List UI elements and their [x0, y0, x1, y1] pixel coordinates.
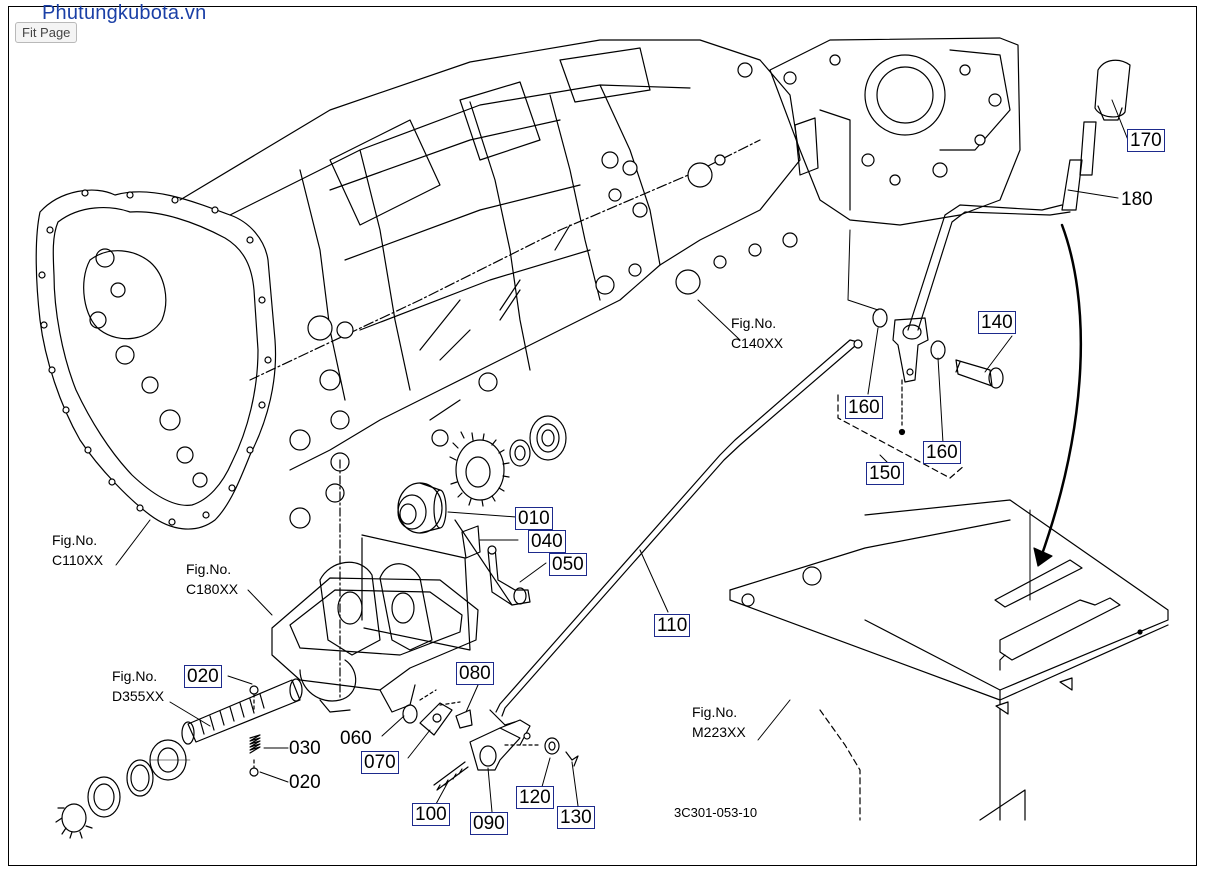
shift-rod-drawing: [490, 340, 862, 725]
part-label-160-lower[interactable]: 160: [923, 441, 961, 464]
fig-ref-c110-line2: C110XX: [52, 552, 104, 568]
part-label-080[interactable]: 080: [456, 662, 494, 685]
drawing-number: 3C301-053-10: [674, 805, 758, 820]
part-label-060[interactable]: 060: [340, 728, 372, 749]
part-label-180[interactable]: 180: [1121, 189, 1153, 210]
fig-ref-c140-line1: Fig.No.: [731, 315, 777, 331]
part-label-160-upper[interactable]: 160: [845, 396, 883, 419]
watermark: Phutungkubota.vn: [42, 2, 207, 24]
fig-ref-d355[interactable]: Fig.No. D355XX: [112, 668, 164, 704]
part-label-010[interactable]: 010: [515, 507, 553, 530]
fig-ref-c140-line2: C140XX: [731, 335, 784, 351]
rear-case-drawing: [770, 38, 1020, 310]
part-label-070[interactable]: 070: [361, 751, 399, 774]
fig-ref-d355-line1: Fig.No.: [112, 668, 158, 684]
shift-lever-drawing: [838, 60, 1130, 600]
part-label-120[interactable]: 120: [516, 786, 554, 809]
part-label-140[interactable]: 140: [978, 311, 1016, 334]
part-label-090[interactable]: 090: [470, 812, 508, 835]
part-label-020-upper[interactable]: 020: [184, 665, 222, 688]
part-label-030[interactable]: 030: [289, 738, 321, 759]
output-shaft-drawing: [56, 679, 302, 838]
floor-plate-drawing: [730, 500, 1168, 820]
leader-lines: [116, 100, 1128, 812]
fit-page-button[interactable]: Fit Page: [15, 22, 78, 43]
shift-cover-drawing: [272, 460, 478, 712]
part-label-050[interactable]: 050: [549, 553, 587, 576]
fig-ref-m223-line1: Fig.No.: [692, 704, 738, 720]
fig-ref-c180-line1: Fig.No.: [186, 561, 232, 577]
fig-ref-d355-line2: D355XX: [112, 688, 165, 704]
gear-bearing-group-drawing: [362, 416, 566, 650]
part-label-100[interactable]: 100: [412, 803, 450, 826]
fig-ref-m223-line2: M223XX: [692, 724, 746, 740]
fig-ref-c110-line1: Fig.No.: [52, 532, 98, 548]
part-label-150[interactable]: 150: [866, 462, 904, 485]
part-label-040[interactable]: 040: [528, 530, 566, 553]
part-label-020-lower[interactable]: 020: [289, 772, 321, 793]
part-label-130[interactable]: 130: [557, 806, 595, 829]
fig-ref-c180[interactable]: Fig.No. C180XX: [186, 561, 238, 597]
fig-ref-m223[interactable]: Fig.No. M223XX: [692, 704, 746, 740]
fig-ref-c140[interactable]: Fig.No. C140XX: [731, 315, 783, 351]
part-label-110[interactable]: 110: [654, 614, 691, 637]
transmission-case-drawing: [36, 40, 800, 529]
diagram-frame: [8, 6, 1197, 866]
part-label-170[interactable]: 170: [1127, 129, 1165, 152]
fig-ref-c110[interactable]: Fig.No. C110XX: [52, 532, 103, 568]
shift-linkage-drawing: [403, 690, 578, 790]
fig-ref-c180-line2: C180XX: [186, 581, 239, 597]
